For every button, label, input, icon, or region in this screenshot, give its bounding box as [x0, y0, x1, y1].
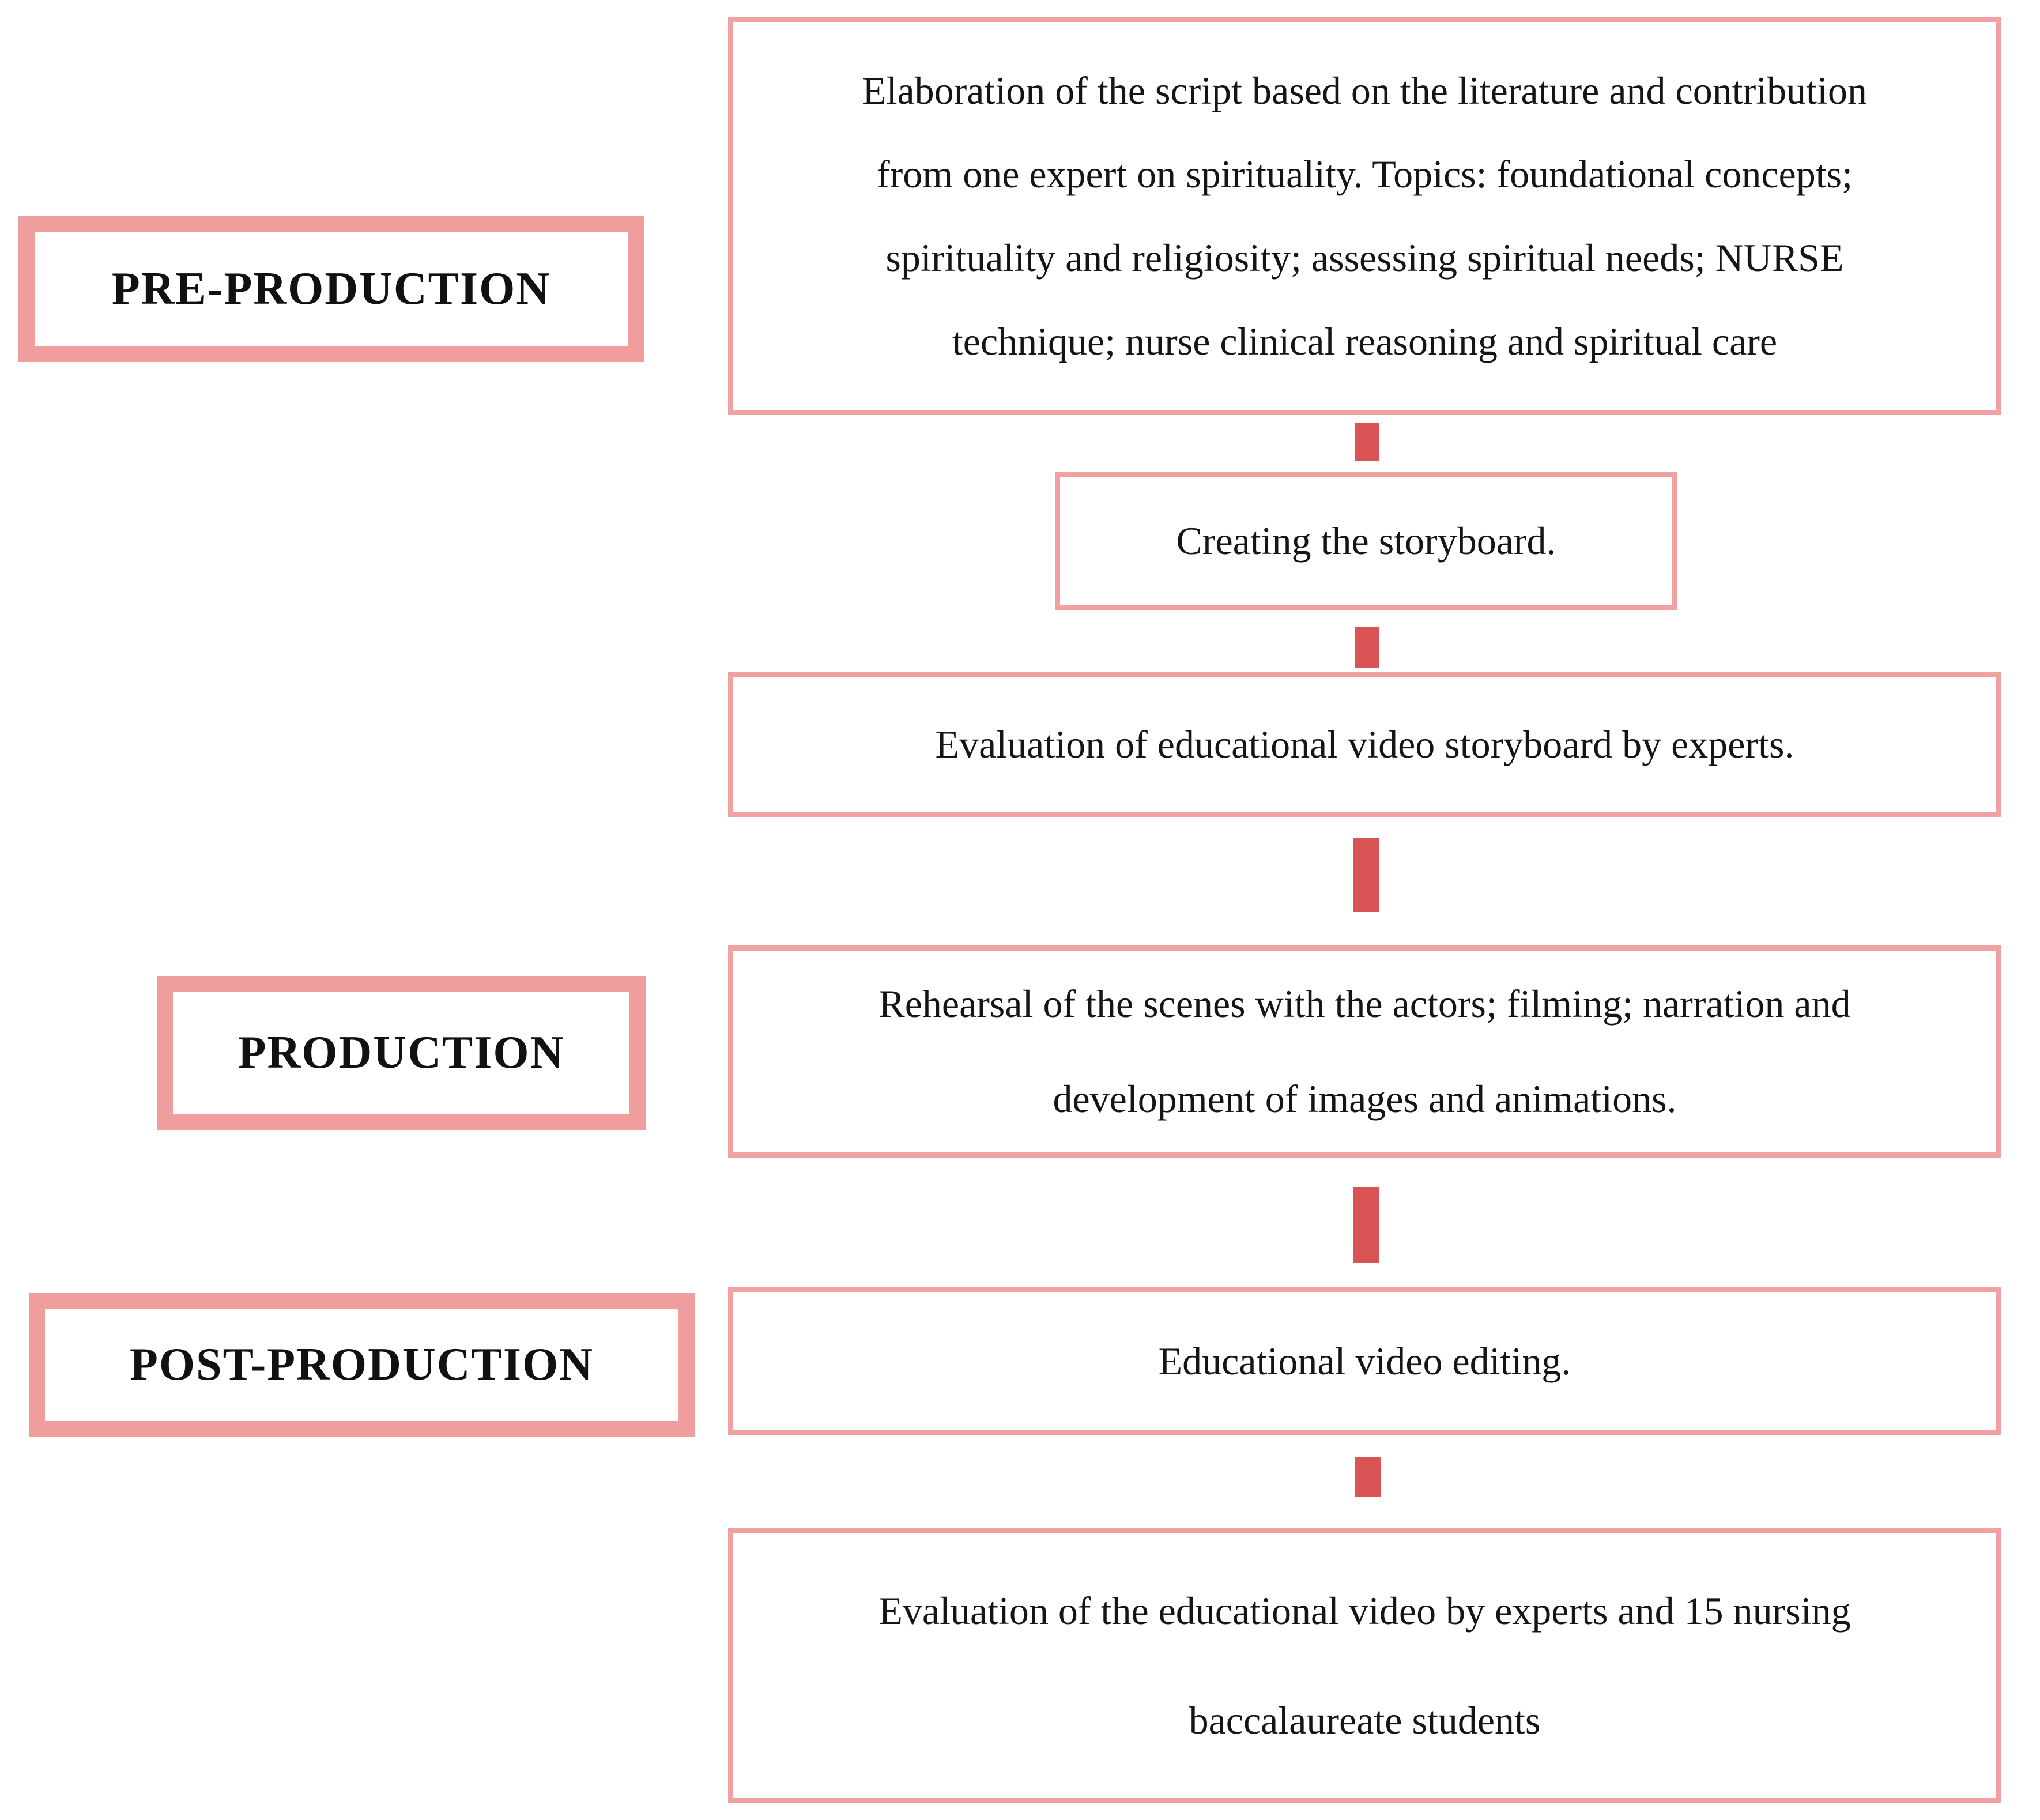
step-box-video-editing: Educational video editing. [728, 1287, 2001, 1435]
connector-bar-2 [1355, 627, 1379, 668]
phase-label-production: PRODUCTION [237, 1027, 565, 1078]
step-text-line: development of images and animations. [1053, 1077, 1677, 1121]
phase-box-pre-production: PRE-PRODUCTION [18, 216, 644, 362]
step-text-line: Evaluation of educational video storyboa… [935, 722, 1794, 766]
step-box-storyboard-evaluation: Evaluation of educational video storyboa… [728, 672, 2001, 817]
step-text-line: Evaluation of the educational video by e… [878, 1589, 1851, 1633]
step-text-line: from one expert on spirituality. Topics:… [877, 152, 1853, 196]
phase-label-post-production: POST-PRODUCTION [130, 1339, 594, 1390]
step-text-line: Creating the storyboard. [1176, 519, 1556, 563]
step-text-line: Educational video editing. [1158, 1339, 1571, 1383]
step-text-line: Elaboration of the script based on the l… [862, 69, 1867, 112]
connector-bar-5 [1355, 1457, 1381, 1497]
phase-box-post-production: POST-PRODUCTION [29, 1293, 695, 1437]
phase-label-pre-production: PRE-PRODUCTION [111, 263, 551, 314]
step-box-rehearsal-filming: Rehearsal of the scenes with the actors;… [728, 945, 2001, 1158]
connector-bar-1 [1355, 423, 1379, 461]
step-text-line: baccalaureate students [1189, 1698, 1541, 1742]
step-text-line: technique; nurse clinical reasoning and … [952, 319, 1778, 363]
step-box-script-elaboration: Elaboration of the script based on the l… [728, 17, 2001, 415]
step-box-final-evaluation: Evaluation of the educational video by e… [728, 1528, 2001, 1803]
connector-bar-3 [1353, 838, 1379, 912]
step-text-line: spirituality and religiosity; assessing … [885, 236, 1844, 280]
connector-bar-4 [1353, 1187, 1379, 1263]
phase-box-production: PRODUCTION [157, 976, 646, 1130]
step-box-creating-storyboard: Creating the storyboard. [1055, 472, 1677, 610]
step-text-line: Rehearsal of the scenes with the actors;… [878, 982, 1851, 1026]
